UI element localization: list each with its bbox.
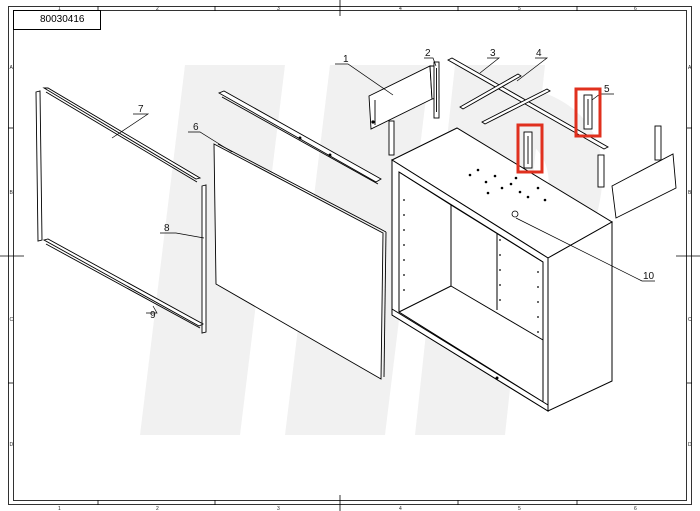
callout-4: 4 (536, 48, 542, 59)
vertical-bracket-left (388, 61, 440, 156)
column-label: 4 (399, 6, 402, 12)
column-label: 2 (156, 6, 159, 12)
row-label: D (10, 442, 14, 448)
column-label: 4 (399, 506, 402, 511)
callout-labels: 1 2 3 4 5 6 7 8 9 10 (138, 48, 655, 321)
leader-lines (111, 57, 655, 314)
row-label: A (10, 65, 14, 71)
glass-panel (213, 143, 387, 380)
column-labels: 1 2 3 4 5 6 1 2 3 4 5 6 (58, 6, 637, 511)
column-label: 1 (58, 6, 61, 12)
column-label: 3 (277, 6, 280, 12)
front-rail (217, 90, 382, 185)
column-label: 6 (634, 506, 637, 511)
highlight-boxes (516, 87, 602, 174)
top-side-panel-right (597, 125, 677, 219)
row-label: C (10, 317, 14, 323)
row-label: B (688, 190, 692, 196)
callout-1: 1 (343, 54, 349, 65)
callout-3: 3 (490, 48, 496, 59)
column-label: 3 (277, 506, 280, 511)
callout-5: 5 (604, 84, 610, 95)
row-label: C (688, 317, 692, 323)
column-label: 5 (518, 506, 521, 511)
callout-9: 9 (150, 310, 156, 321)
cross-rails (447, 57, 609, 150)
callout-6: 6 (193, 122, 199, 133)
shelf-pin-holes (403, 199, 539, 380)
row-labels: A B C D A B C D (10, 65, 693, 448)
row-label: B (10, 190, 14, 196)
upright-brackets (523, 94, 593, 169)
cabinet-body (390, 127, 613, 412)
callout-8: 8 (164, 223, 170, 234)
cabinet-top-holes (468, 168, 547, 218)
column-label: 5 (518, 6, 521, 12)
drawing-frame (8, 6, 692, 505)
highlight-box-lower (516, 123, 544, 174)
door-frame-strips (35, 87, 207, 334)
row-label: D (688, 442, 692, 448)
column-label: 1 (58, 506, 61, 511)
callout-10: 10 (643, 271, 655, 282)
row-label: A (688, 65, 692, 71)
highlight-box-upper (574, 87, 602, 138)
column-label: 6 (634, 6, 637, 12)
callout-7: 7 (138, 104, 144, 115)
column-label: 2 (156, 506, 159, 511)
callout-2: 2 (425, 48, 431, 59)
